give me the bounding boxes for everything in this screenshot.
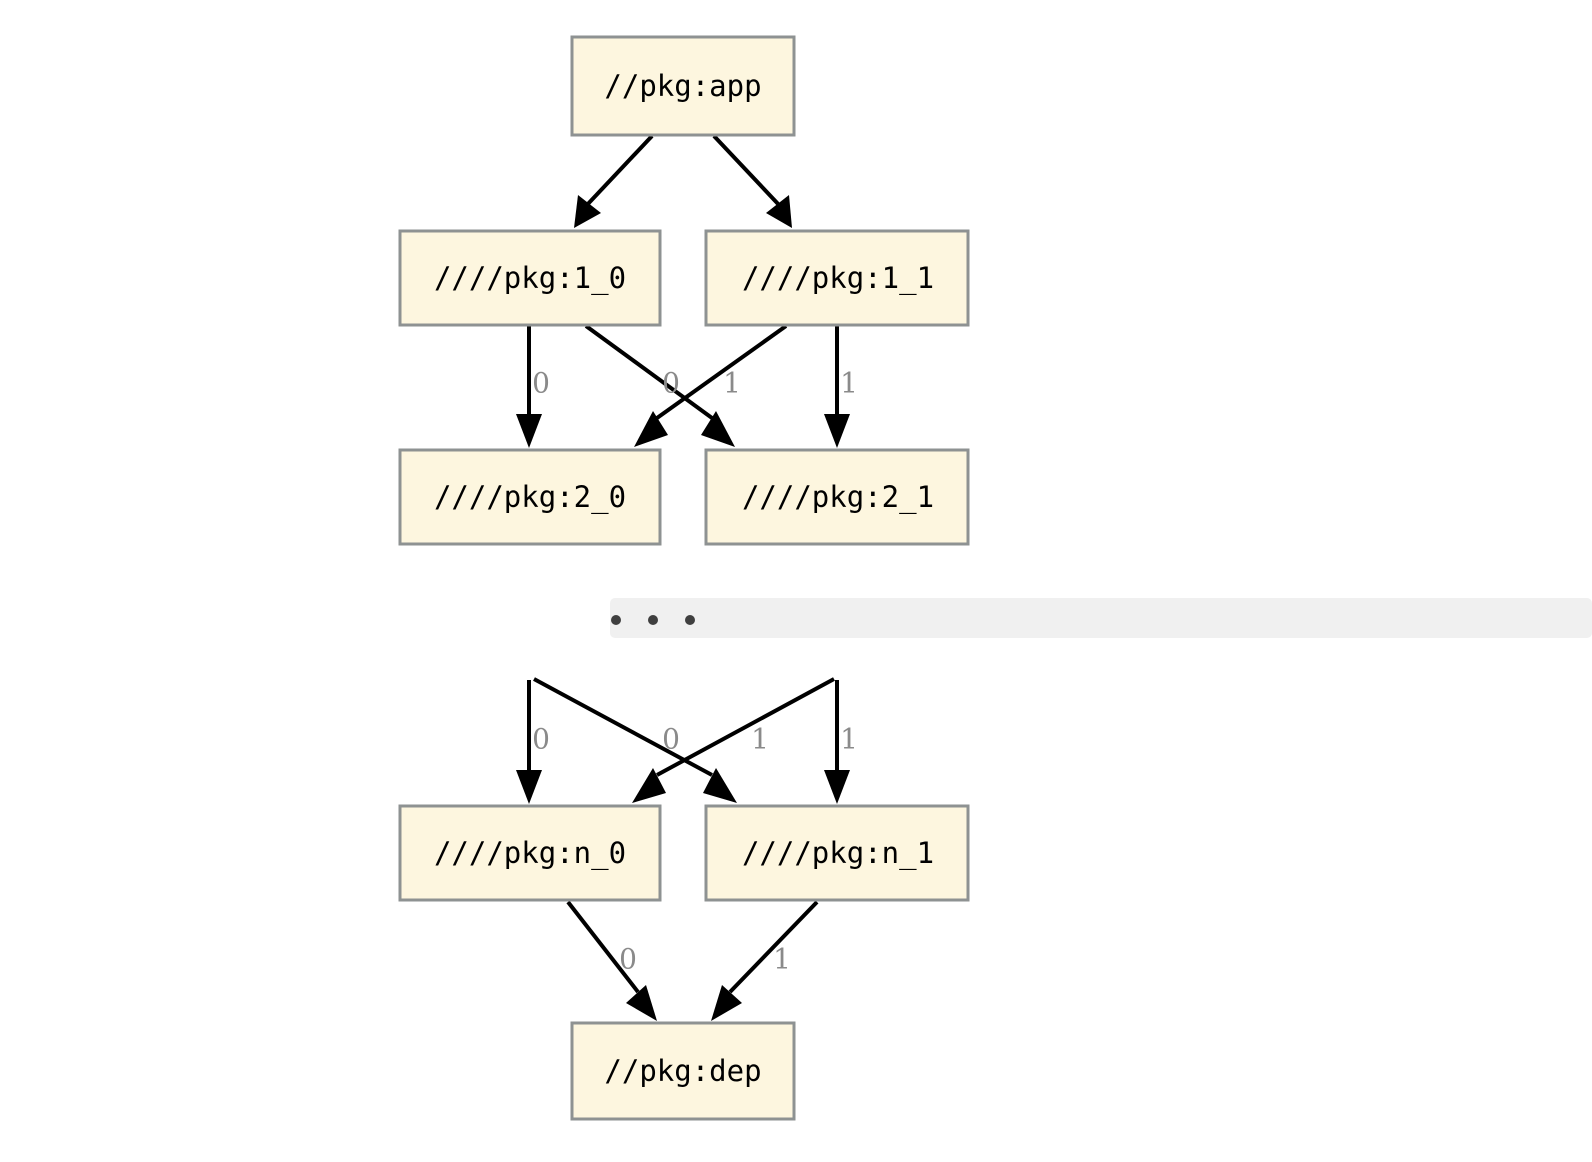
node-pkg-2_1[interactable]: ////pkg:2_1 xyxy=(704,448,970,546)
edge-label-elided-n_0-diag: 1 xyxy=(751,723,769,756)
edge-label-1_1-2_1: 1 xyxy=(840,367,858,400)
edge-label-1_0-2_1: 0 xyxy=(662,367,680,400)
arrowhead xyxy=(516,770,542,804)
arrowhead xyxy=(824,414,850,448)
node-label-1_0: ////pkg:1_0 xyxy=(434,261,626,296)
edge-label-elided-n_0: 0 xyxy=(532,723,550,756)
node-dep[interactable]: //pkg:dep xyxy=(570,1021,796,1121)
node-box[interactable] xyxy=(704,448,970,546)
edge-1_0-to-2_0: 0 xyxy=(516,326,550,448)
arrowhead xyxy=(574,195,601,228)
edge-n_1-to-dep: 1 xyxy=(711,900,819,1021)
arrowhead xyxy=(703,768,737,803)
arrowhead xyxy=(626,985,657,1021)
node-label-2_0: ////pkg:2_0 xyxy=(434,480,626,515)
node-box[interactable] xyxy=(570,1021,796,1121)
edge-elided-to-n_1-diagonal: 0 xyxy=(533,677,737,803)
edge-line xyxy=(566,900,640,994)
edge-label-1_1-2_0: 1 xyxy=(723,367,741,400)
node-pkg-n_1[interactable]: ////pkg:n_1 xyxy=(704,804,970,902)
node-label-n_0: ////pkg:n_0 xyxy=(434,836,626,871)
node-box[interactable] xyxy=(704,804,970,902)
edge-line xyxy=(712,134,782,208)
node-box[interactable] xyxy=(704,229,970,327)
arrowhead xyxy=(766,195,792,228)
node-box[interactable] xyxy=(398,804,662,902)
ellipsis-band xyxy=(610,598,1592,638)
node-label-n_1: ////pkg:n_1 xyxy=(742,836,934,871)
arrowhead xyxy=(824,770,850,804)
edge-line xyxy=(584,324,714,420)
node-pkg-n_0[interactable]: ////pkg:n_0 xyxy=(398,804,662,902)
node-pkg-2_0[interactable]: ////pkg:2_0 xyxy=(398,448,662,546)
edge-elided-to-n_1-straight: 1 xyxy=(824,680,858,804)
arrowhead xyxy=(711,985,742,1021)
edge-label-1_0-2_0: 0 xyxy=(532,367,550,400)
edge-1_0-to-2_1: 0 xyxy=(584,324,735,447)
ellipsis-dot xyxy=(648,615,658,625)
edge-app-to-1_1 xyxy=(712,134,792,228)
edge-line xyxy=(728,900,819,994)
ellipsis-dot xyxy=(611,615,621,625)
edge-label-elided-n_1-diag: 0 xyxy=(662,723,680,756)
edge-elided-to-n_0-straight: 0 xyxy=(516,680,550,804)
edge-elided-to-n_0-diagonal: 1 xyxy=(632,677,835,803)
node-app[interactable]: //pkg:app xyxy=(570,35,796,137)
edge-label-n_0-dep: 0 xyxy=(619,943,637,976)
arrowhead xyxy=(516,414,542,448)
node-pkg-1_0[interactable]: ////pkg:1_0 xyxy=(398,229,662,327)
edge-line xyxy=(584,134,654,208)
edge-1_1-to-2_0: 1 xyxy=(634,324,788,447)
arrowhead xyxy=(701,411,735,447)
node-box[interactable] xyxy=(570,35,796,137)
arrowhead xyxy=(634,411,668,447)
edge-line xyxy=(656,677,835,777)
node-pkg-1_1[interactable]: ////pkg:1_1 xyxy=(704,229,970,327)
node-box[interactable] xyxy=(398,448,662,546)
edge-app-to-1_0 xyxy=(574,134,654,228)
edge-label-elided-n_1: 1 xyxy=(840,723,858,756)
node-box[interactable] xyxy=(398,229,662,327)
node-label-2_1: ////pkg:2_1 xyxy=(742,480,934,515)
arrowhead xyxy=(632,768,666,803)
edge-line xyxy=(655,324,788,420)
edge-n_0-to-dep: 0 xyxy=(566,900,657,1021)
edge-1_1-to-2_1: 1 xyxy=(824,326,858,448)
node-label-app: //pkg:app xyxy=(604,69,761,103)
ellipsis-row xyxy=(610,598,1592,638)
ellipsis-dot xyxy=(685,615,695,625)
node-label-dep: //pkg:dep xyxy=(604,1054,761,1088)
edge-label-n_1-dep: 1 xyxy=(773,943,791,976)
node-label-1_1: ////pkg:1_1 xyxy=(742,261,934,296)
